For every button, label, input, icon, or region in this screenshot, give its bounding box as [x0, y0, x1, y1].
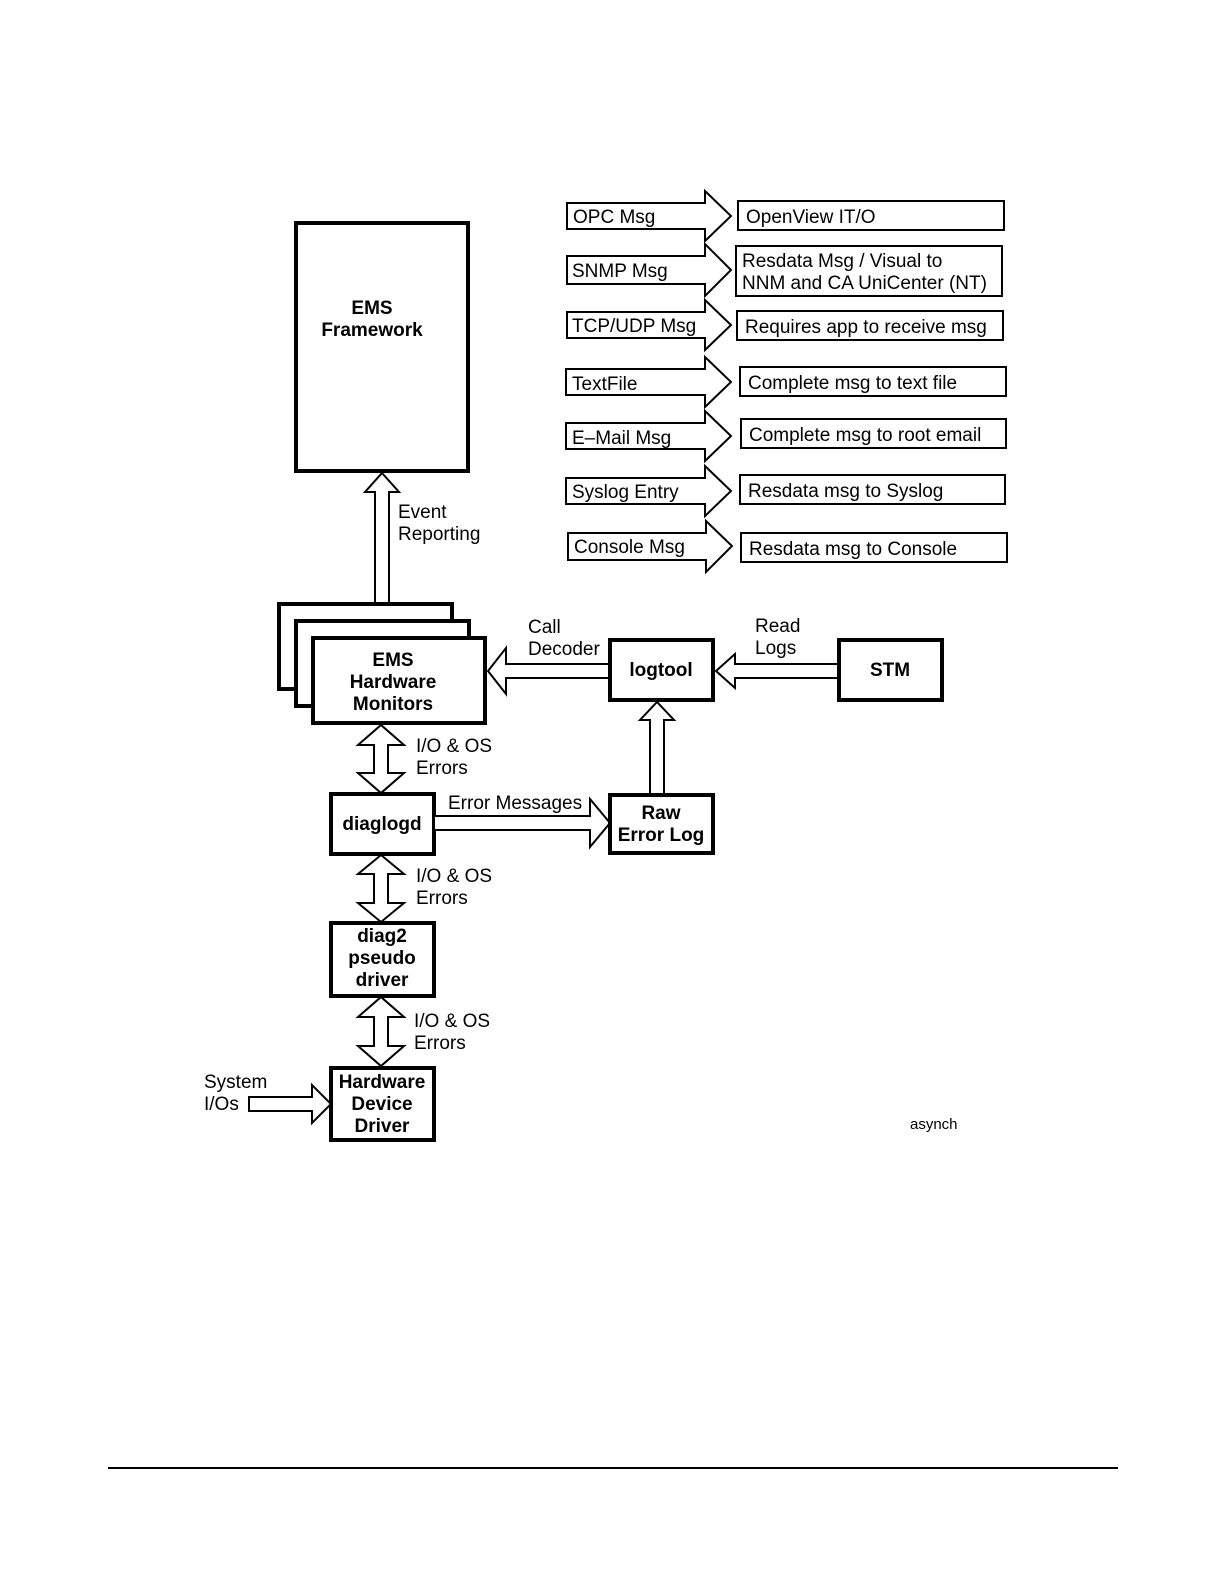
system-ios-arrow: [248, 1082, 333, 1126]
diag2-label-line2: pseudo: [348, 948, 416, 969]
read-logs-label-line1: Read: [755, 616, 800, 637]
notification-method-label: OPC Msg: [573, 207, 655, 228]
notification-method-label: SNMP Msg: [572, 261, 668, 282]
io-os-errors-double-arrow-3: [355, 995, 407, 1068]
notification-row: TextFile Complete msg to text file: [565, 354, 1007, 410]
io-os-errors-double-arrow-2: [355, 853, 407, 924]
notification-target-label: Resdata msg to Syslog: [748, 481, 943, 502]
diaglogd-box: diaglogd: [329, 792, 436, 856]
io-os-errors-double-arrow-1: [355, 723, 407, 795]
hardware-device-driver-box: Hardware Device Driver: [329, 1066, 436, 1142]
io-os-errors-1-label-line2: Errors: [416, 758, 468, 779]
notification-target-label: Resdata msg to Console: [749, 539, 957, 560]
io-os-errors-2-label-line1: I/O & OS: [416, 866, 492, 887]
notification-method-label: TCP/UDP Msg: [572, 316, 696, 337]
notification-target-label-line2: NNM and CA UniCenter (NT): [742, 273, 987, 294]
notification-row: OPC Msg OpenView IT/O: [566, 188, 1005, 244]
notification-row: Syslog Entry Resdata msg to Syslog: [565, 463, 1006, 519]
event-reporting-label-line1: Event: [398, 502, 447, 523]
system-ios-label-line2: I/Os: [204, 1094, 239, 1115]
ems-hardware-monitors-label-line2: Hardware: [350, 672, 437, 693]
stm-label: STM: [870, 660, 910, 681]
notification-target-label: OpenView IT/O: [746, 207, 876, 228]
raw-error-log-label-line1: Raw: [641, 803, 680, 824]
diaglogd-label: diaglogd: [342, 814, 421, 835]
ems-hardware-monitors-label-line1: EMS: [372, 650, 413, 671]
ems-hardware-monitors-stack: EMS Hardware Monitors: [277, 602, 487, 725]
read-logs-label-line2: Logs: [755, 638, 796, 659]
call-decoder-arrow: [486, 645, 611, 697]
notification-target-label: Requires app to receive msg: [745, 317, 987, 338]
call-decoder-label-line1: Call: [528, 617, 561, 638]
read-logs-arrow: [714, 651, 840, 691]
call-decoder-label-line2: Decoder: [528, 639, 600, 660]
notification-row: TCP/UDP Msg Requires app to receive msg: [566, 297, 1004, 353]
notification-target-label: Complete msg to text file: [748, 373, 957, 394]
notification-target-label-line1: Resdata Msg / Visual to: [742, 251, 942, 272]
diag2-label-line1: diag2: [357, 926, 407, 947]
notification-method-label: Syslog Entry: [572, 482, 679, 503]
figure-tag: asynch: [910, 1116, 958, 1133]
hardware-device-driver-label-line3: Driver: [355, 1116, 411, 1137]
raw-error-log-to-logtool-arrow: [637, 700, 677, 796]
event-reporting-label-line2: Reporting: [398, 524, 480, 545]
notification-method-label: E–Mail Msg: [572, 428, 671, 449]
diag2-pseudo-driver-box: diag2 pseudo driver: [329, 921, 436, 998]
ems-framework-box: EMS Framework: [294, 221, 470, 473]
hardware-device-driver-label-line1: Hardware: [339, 1072, 426, 1093]
ems-framework-label-line2: Framework: [321, 320, 423, 341]
event-reporting-arrow: [362, 471, 402, 606]
notification-method-label: TextFile: [572, 374, 637, 395]
error-messages-arrow: [433, 796, 612, 850]
io-os-errors-3-label-line1: I/O & OS: [414, 1011, 490, 1032]
raw-error-log-label-line2: Error Log: [618, 825, 705, 846]
io-os-errors-1-label-line1: I/O & OS: [416, 736, 492, 757]
io-os-errors-3-label-line2: Errors: [414, 1033, 466, 1054]
notification-target-label: Complete msg to root email: [749, 425, 981, 446]
diag2-label-line3: driver: [356, 970, 409, 991]
notification-method-label: Console Msg: [574, 537, 685, 558]
notification-row: SNMP Msg Resdata Msg / Visual to NNM and…: [566, 241, 1003, 299]
notification-row: E–Mail Msg Complete msg to root email: [565, 408, 1007, 464]
hardware-device-driver-label-line2: Device: [351, 1094, 412, 1115]
system-ios-label-line1: System: [204, 1072, 267, 1093]
error-messages-label: Error Messages: [448, 793, 582, 814]
ems-framework-label-line1: EMS: [351, 298, 392, 319]
raw-error-log-box: Raw Error Log: [608, 793, 715, 855]
logtool-label: logtool: [629, 660, 692, 681]
io-os-errors-2-label-line2: Errors: [416, 888, 468, 909]
ems-hardware-monitors-label-line3: Monitors: [353, 694, 433, 715]
footer-rule: [108, 1467, 1118, 1469]
stm-box: STM: [837, 638, 944, 702]
notification-row: Console Msg Resdata msg to Console: [567, 518, 1008, 575]
logtool-box: logtool: [608, 638, 715, 702]
